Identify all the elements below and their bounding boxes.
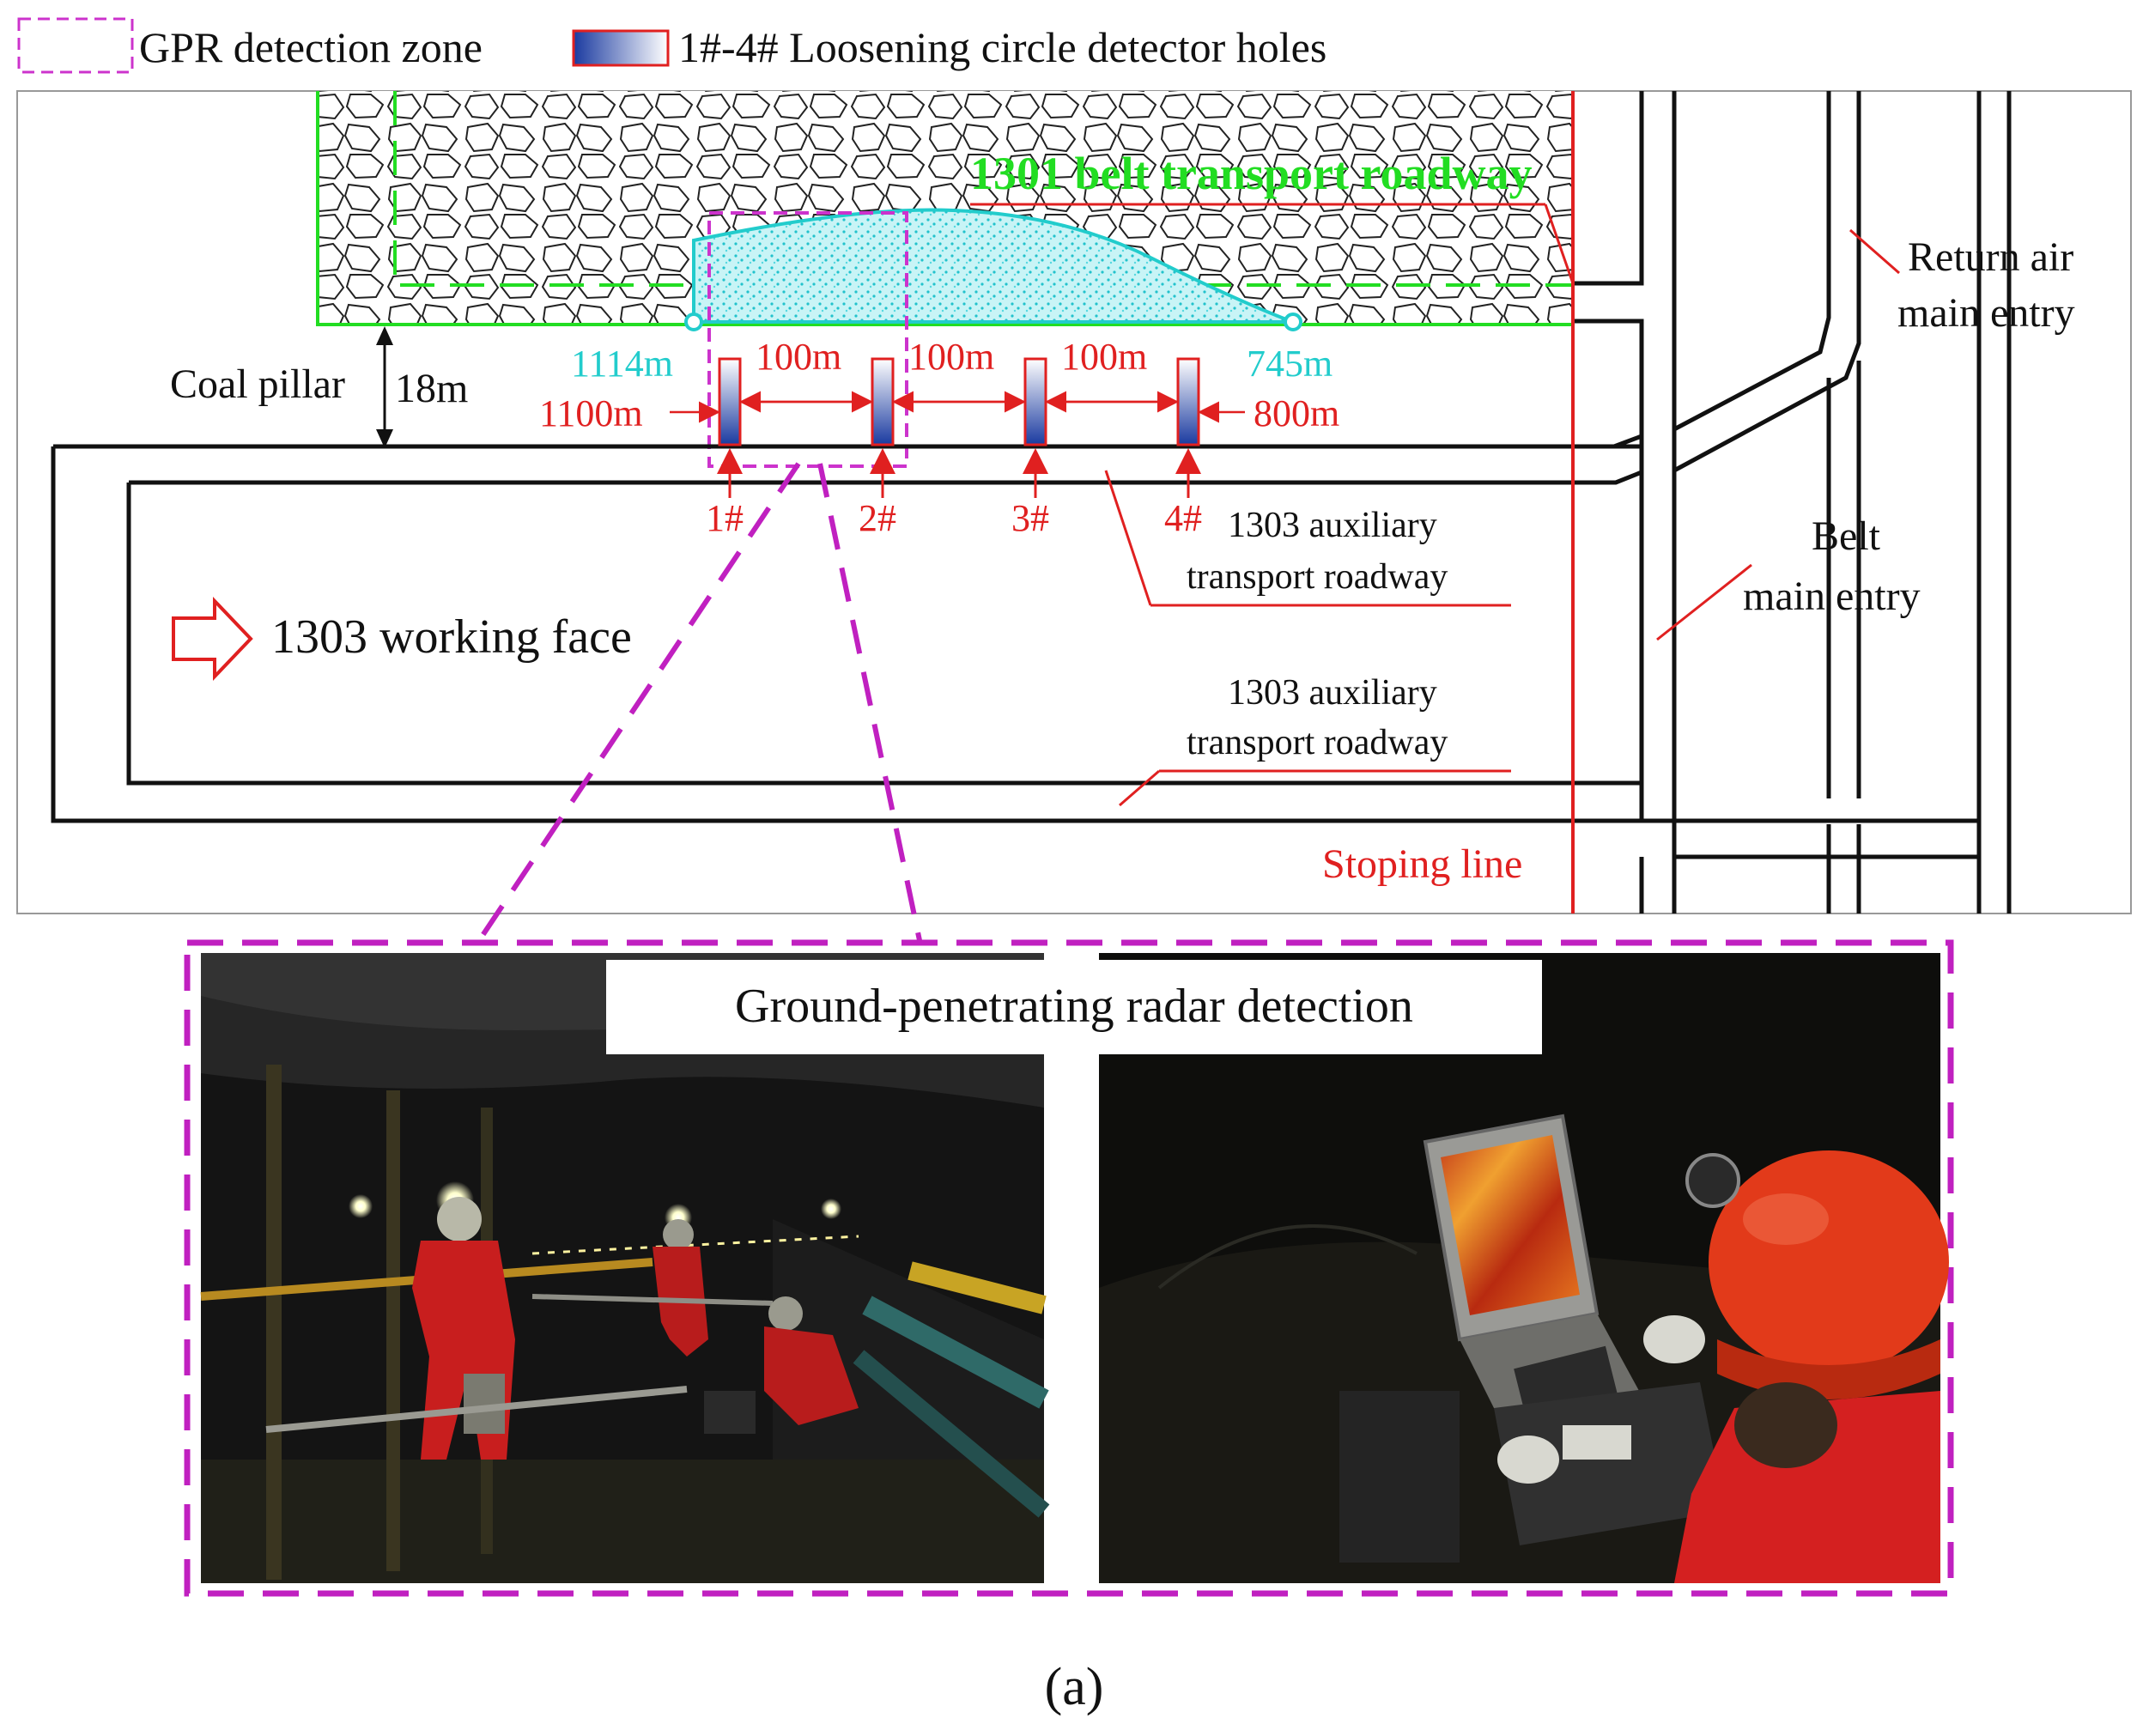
connector-diagonal bbox=[1672, 91, 1831, 432]
vertical-entries bbox=[1826, 91, 2012, 914]
detector-hole-swatch bbox=[572, 29, 670, 67]
legend: GPR detection zone 1#-4# Loosening circl… bbox=[17, 17, 1326, 74]
working-face-arrow bbox=[172, 597, 253, 681]
legend-holes-label: 1#-4# Loosening circle detector holes bbox=[678, 23, 1326, 71]
aux-roadway-top-line1: 1303 auxiliary bbox=[1228, 506, 1437, 545]
aux-roadway-top-line2: transport roadway bbox=[1187, 557, 1448, 597]
spacing-3-label: 100m bbox=[1061, 336, 1147, 378]
belt-roadway-boundary bbox=[316, 91, 1573, 326]
label-1114m: 1114m bbox=[571, 343, 673, 385]
belt-main-line1: Belt bbox=[1812, 513, 1881, 559]
photo-panel: Ground-penetrating radar detection bbox=[184, 939, 1954, 1597]
point-1114 bbox=[684, 313, 703, 331]
caption-box bbox=[606, 960, 1542, 1054]
photo-caption: Ground-penetrating radar detection bbox=[735, 980, 1413, 1033]
label-1100m: 1100m bbox=[539, 392, 643, 434]
left-photo bbox=[200, 953, 1050, 1583]
belt-roadway-leader-tail bbox=[1544, 203, 1575, 284]
loosened-zone bbox=[692, 208, 1294, 324]
zoom-connector-right bbox=[817, 463, 923, 945]
legend-gpr-label: GPR detection zone bbox=[139, 23, 483, 71]
hole-4 bbox=[1176, 357, 1200, 446]
stoping-line-label: Stoping line bbox=[1322, 841, 1522, 887]
hole-3-label: 3# bbox=[1011, 497, 1049, 539]
label-800m: 800m bbox=[1254, 392, 1339, 434]
aux-roadway-bottom-line1: 1303 auxiliary bbox=[1228, 673, 1437, 713]
belt-main-leader bbox=[1656, 563, 1752, 641]
zoom-connector-left bbox=[474, 462, 801, 946]
hole-1-label: 1# bbox=[706, 497, 744, 539]
return-air-leader bbox=[1849, 228, 1900, 275]
return-air-line2: main entry bbox=[1897, 290, 2075, 336]
belt-roadway-label: 1301 belt transport roadway bbox=[970, 148, 1533, 199]
return-air-line1: Return air bbox=[1908, 234, 2073, 280]
working-face-label: 1303 working face bbox=[271, 610, 632, 664]
hole-2-label: 2# bbox=[859, 497, 896, 539]
gpr-zone-swatch bbox=[17, 17, 134, 74]
belt-main-entry-left bbox=[1573, 91, 1644, 821]
aux-roadway-bottom-line2: transport roadway bbox=[1187, 723, 1448, 762]
spacing-1-label: 100m bbox=[756, 336, 841, 378]
aux-roadway-top-leader bbox=[1104, 470, 1152, 606]
return-air-entry bbox=[1826, 824, 1861, 914]
mine-map: 1301 belt transport roadway 1114m 745m S… bbox=[16, 90, 2132, 914]
pillar-arrow-up bbox=[376, 326, 393, 345]
spacing-2-label: 100m bbox=[908, 336, 994, 378]
belt-main-line2: main entry bbox=[1743, 574, 1921, 619]
right-photo bbox=[1099, 953, 1949, 1583]
gpr-detection-zone bbox=[707, 211, 908, 468]
hole-1 bbox=[718, 357, 742, 446]
pillar-arrow-down bbox=[376, 429, 393, 448]
label-745m: 745m bbox=[1247, 343, 1333, 385]
spacing-dimensions bbox=[670, 391, 1245, 423]
pillar-width-label: 18m bbox=[395, 366, 468, 411]
hole-4-label: 4# bbox=[1164, 497, 1202, 539]
coal-pillar-label: Coal pillar bbox=[170, 361, 345, 407]
point-745 bbox=[1284, 313, 1302, 331]
hole-number-arrows bbox=[717, 448, 1201, 498]
figure-label: (a) bbox=[1045, 1658, 1104, 1716]
connector-diagonal-2 bbox=[1672, 91, 1861, 473]
hole-2 bbox=[871, 357, 895, 446]
hole-3 bbox=[1023, 357, 1047, 446]
aux-roadway-bottom-leader bbox=[1119, 769, 1160, 807]
aux-roadway-inner bbox=[126, 470, 1642, 786]
